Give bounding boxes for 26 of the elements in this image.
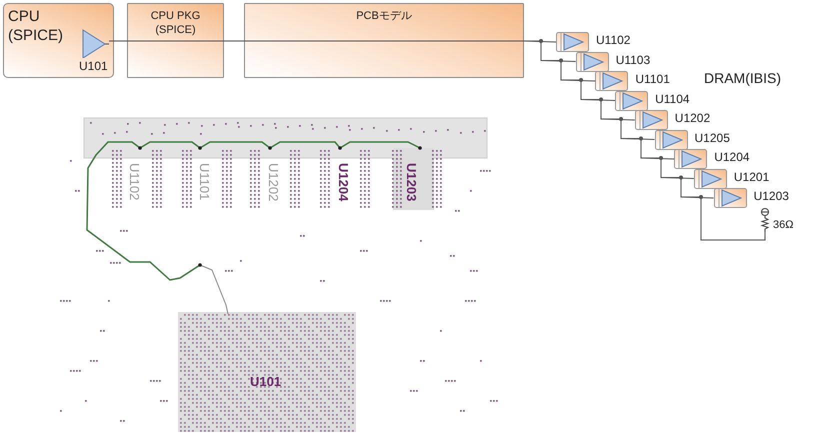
footprint-label: U1204 bbox=[336, 163, 351, 202]
footprint-label: U1102 bbox=[127, 163, 142, 200]
footprint-label: U1101 bbox=[197, 163, 212, 200]
block-title: CPU PKG (SPICE) bbox=[150, 10, 202, 38]
group-label: DRAM(IBIS) bbox=[704, 70, 781, 86]
part-label: U1101 bbox=[635, 72, 670, 86]
part-label: U1104 bbox=[655, 92, 690, 106]
pcb-model-block bbox=[244, 3, 524, 78]
part-label: U1102 bbox=[596, 33, 630, 47]
wire bbox=[108, 40, 128, 42]
part-label: U1201 bbox=[734, 170, 770, 184]
block-title: CPU (SPICE) bbox=[8, 8, 64, 46]
part-label: U1205 bbox=[694, 130, 730, 144]
part-label: U1204 bbox=[714, 150, 750, 164]
part-label: U1202 bbox=[674, 111, 710, 125]
block-title: PCBモデル bbox=[355, 10, 413, 24]
part-label: U101 bbox=[79, 59, 108, 73]
footprint-label: U1203 bbox=[404, 163, 419, 202]
part-label: U1203 bbox=[754, 189, 789, 203]
cpu-block bbox=[3, 3, 114, 78]
footprint-label: U1202 bbox=[266, 163, 281, 202]
resistance-value: 36Ω bbox=[773, 219, 794, 231]
footprint-label: U101 bbox=[250, 374, 282, 389]
wire bbox=[224, 40, 244, 42]
part-label: U1103 bbox=[616, 52, 650, 66]
package-block bbox=[127, 3, 224, 78]
